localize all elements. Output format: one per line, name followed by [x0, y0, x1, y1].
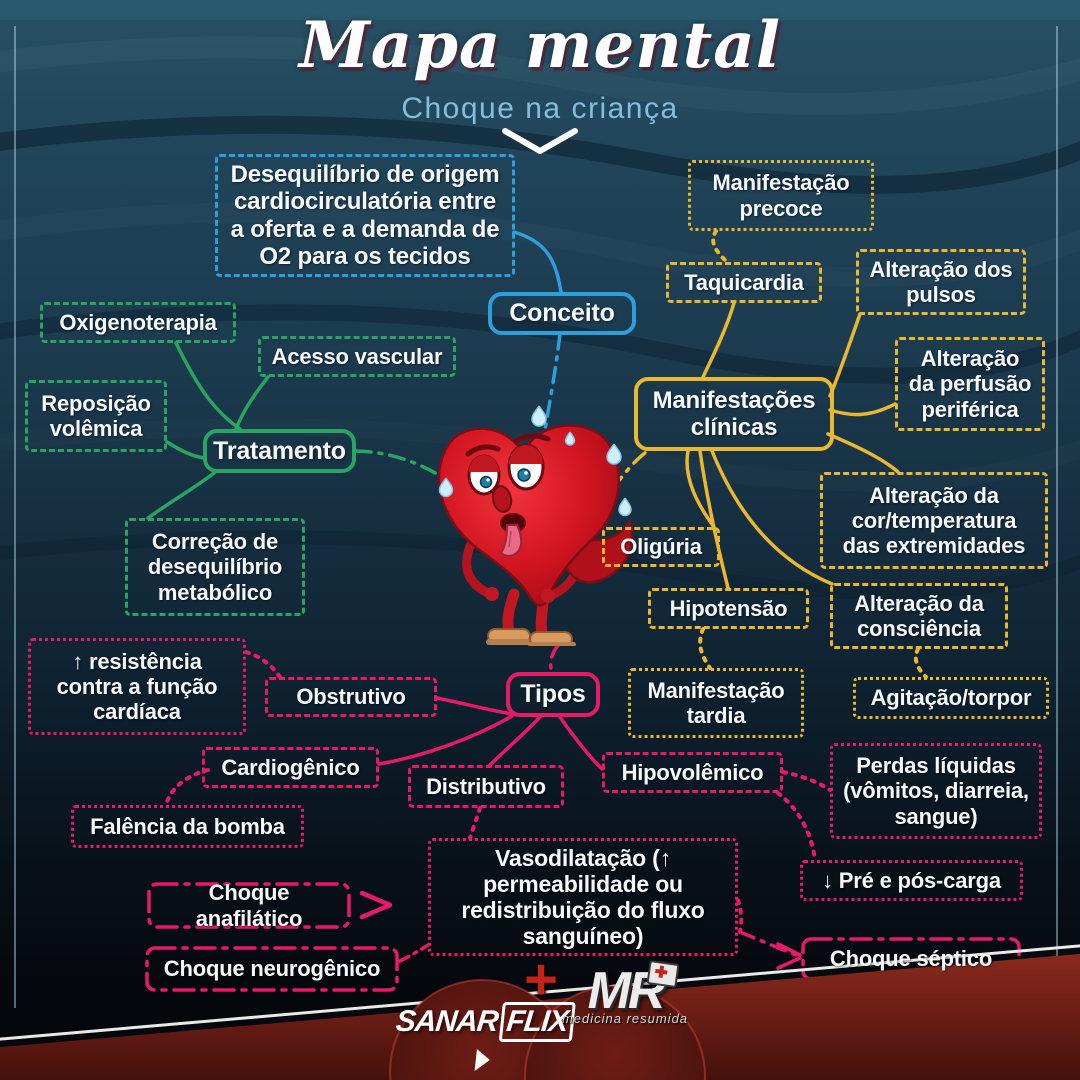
node-correcao-metabolica: Correção de desequilíbrio metabólico: [125, 518, 305, 616]
node-alteracao-pulsos: Alteração dos pulsos: [856, 249, 1026, 315]
node-manifestacao-tardia: Manifestação tardia: [628, 668, 804, 738]
chevron-down-icon: [502, 128, 578, 154]
first-aid-kit-icon: [646, 960, 680, 988]
node-conceito: Conceito: [488, 292, 636, 335]
node-taquicardia: Taquicardia: [666, 262, 822, 303]
node-acesso-vascular: Acesso vascular: [258, 336, 456, 377]
sick-heart-character: [437, 405, 634, 646]
node-manifestacao-precoce: Manifestação precoce: [688, 160, 874, 231]
right-frame-line: [1056, 26, 1058, 1008]
node-oliguria: Oligúria: [602, 527, 720, 567]
node-choque-anafilatico: Choque anafilático: [195, 880, 303, 931]
plus-icon: +: [524, 947, 558, 1012]
top-strip: [0, 0, 1080, 20]
node-oxigenoterapia: Oxigenoterapia: [40, 302, 236, 343]
node-reposicao-volemica: Reposição volêmica: [25, 380, 167, 452]
left-frame-line: [14, 26, 16, 1008]
node-manifestacoes-clinicas: Manifestações clínicas: [634, 377, 834, 451]
node-hipotensao: Hipotensão: [648, 588, 809, 629]
node-cardiogenico: Cardiogênico: [202, 747, 379, 788]
node-perdas-liquidas: Perdas líquidas (vômitos, diarreia, sang…: [830, 743, 1042, 839]
node-choque-neurogenico: Choque neurogênico: [163, 956, 381, 982]
node-falencia-bomba: Falência da bomba: [71, 805, 304, 848]
node-pre-pos-carga: ↓ Pré e pós-carga: [800, 860, 1023, 901]
node-agitacao-torpor: Agitação/torpor: [853, 677, 1049, 719]
node-choque-septico: Choque séptico: [829, 946, 993, 972]
page-title: Mapa mental: [298, 8, 782, 83]
node-distributivo: Distributivo: [408, 765, 564, 808]
page-subtitle: Choque na criança: [401, 92, 679, 125]
node-alteracao-cor-temperatura: Alteração da cor/temperatura das extremi…: [820, 472, 1048, 569]
node-resistencia-cardiaca: ↑ resistência contra a função cardíaca: [28, 638, 246, 735]
node-vasodilatacao: Vasodilatação (↑ permeabilidade ou redis…: [428, 838, 738, 956]
node-alteracao-perfusao: Alteração da perfusão periférica: [895, 337, 1045, 431]
node-hipovolemico: Hipovolêmico: [602, 752, 783, 793]
mr-logo: MR medicina resumida: [560, 960, 690, 1026]
sanarflix-arrow-icon: [474, 1049, 491, 1072]
sanarflix-logo-sanar: SANAR: [394, 1005, 500, 1038]
node-obstrutivo: Obstrutivo: [265, 677, 437, 717]
sanarflix-logo-flix: FLIX: [498, 1002, 576, 1042]
node-desequilibrio: Desequilíbrio de origem cardiocirculatór…: [215, 154, 515, 277]
mr-logo-text: MR: [587, 962, 666, 1020]
node-alteracao-consciencia: Alteração da consciência: [830, 583, 1008, 649]
node-tratamento: Tratamento: [203, 429, 356, 473]
mr-logo-subtext: medicina resumida: [561, 1010, 689, 1026]
node-tipos: Tipos: [506, 672, 600, 717]
